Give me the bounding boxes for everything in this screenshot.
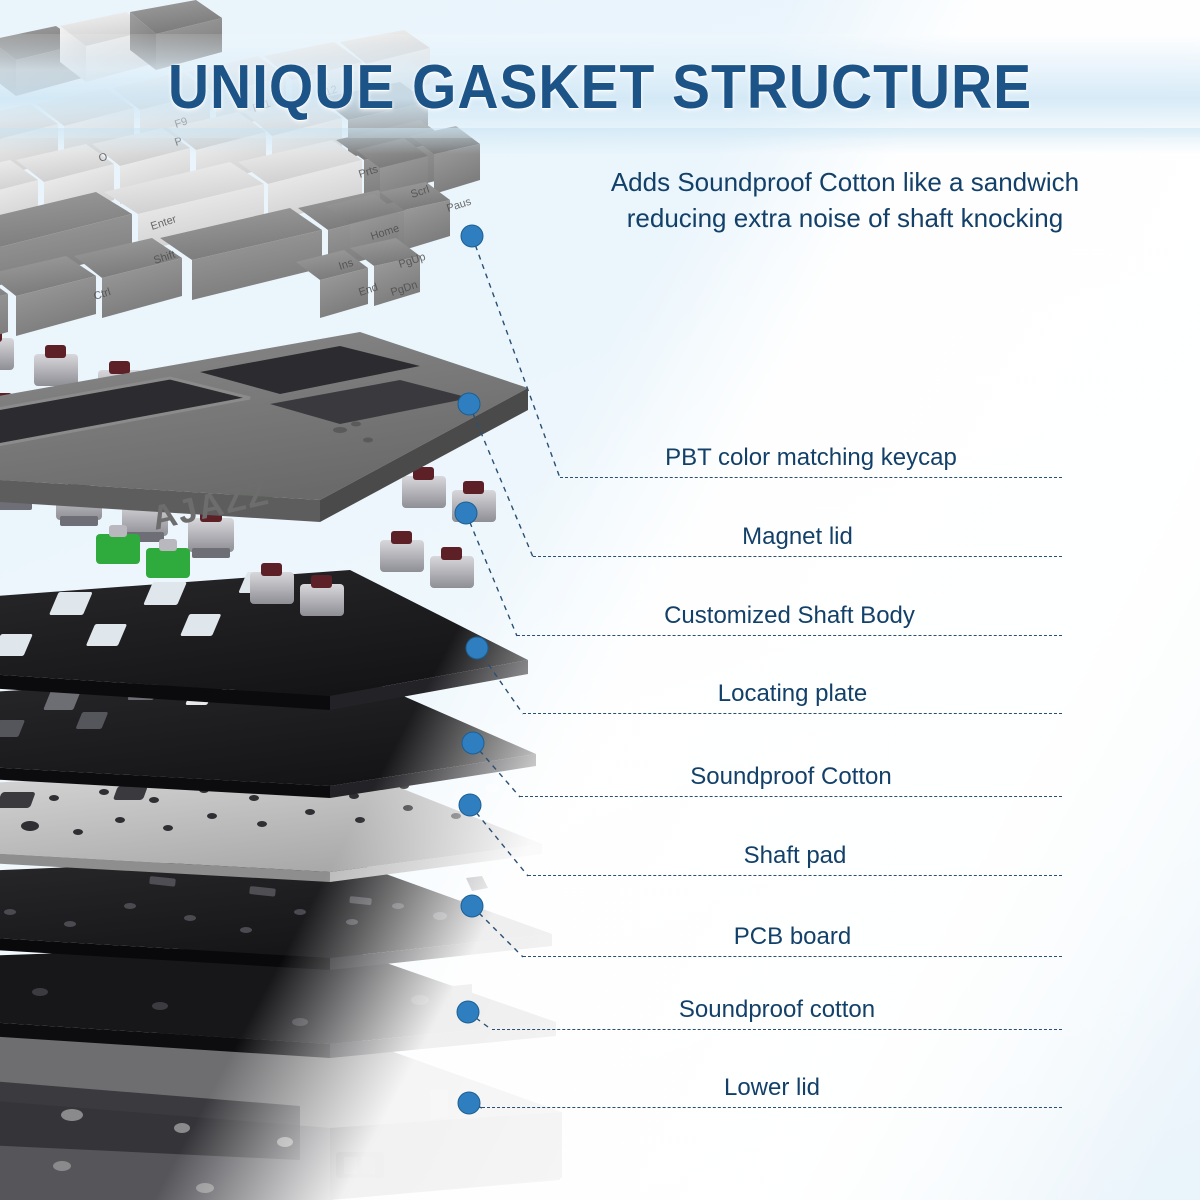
- subtitle-line-2: reducing extra noise of shaft knocking: [626, 203, 1064, 233]
- callout-magnet-lid: Magnet lid: [533, 517, 1062, 557]
- callout-label-magnet-lid: Magnet lid: [742, 523, 853, 550]
- callout-rule-pbt-keycap: [560, 477, 1062, 478]
- callout-rule-soundproof-cotton-upper: [520, 796, 1062, 797]
- page-title: UNIQUE GASKET STRUCTURE: [167, 53, 1033, 122]
- title-band: [0, 34, 1200, 154]
- callout-rule-customized-shaft: [517, 635, 1062, 636]
- callout-rule-shaft-pad: [528, 875, 1062, 876]
- callout-shaft-pad: Shaft pad: [528, 836, 1062, 876]
- callout-label-lower-lid: Lower lid: [723, 1074, 821, 1101]
- callout-label-pcb-board: PCB board: [733, 923, 852, 950]
- callout-soundproof-cotton-upper: Soundproof Cotton: [520, 757, 1062, 797]
- callout-lower-lid: Lower lid: [482, 1068, 1062, 1108]
- callout-soundproof-cotton-lower: Soundproof cotton: [492, 990, 1062, 1030]
- callout-customized-shaft: Customized Shaft Body: [517, 596, 1062, 636]
- callout-rule-locating-plate: [523, 713, 1062, 714]
- callout-label-soundproof-cotton-lower: Soundproof cotton: [678, 996, 876, 1023]
- callout-label-locating-plate: Locating plate: [717, 680, 868, 707]
- callout-rule-lower-lid: [482, 1107, 1062, 1108]
- callout-locating-plate: Locating plate: [523, 674, 1062, 714]
- callout-pbt-keycap: PBT color matching keycap: [560, 438, 1062, 478]
- callout-rule-magnet-lid: [533, 556, 1062, 557]
- callout-label-customized-shaft: Customized Shaft Body: [664, 602, 915, 629]
- subtitle: Adds Soundproof Cotton like a sandwich r…: [500, 164, 1190, 236]
- callout-pcb-board: PCB board: [523, 917, 1062, 957]
- callout-rule-pcb-board: [523, 956, 1062, 957]
- callout-label-pbt-keycap: PBT color matching keycap: [665, 444, 957, 471]
- callout-label-shaft-pad: Shaft pad: [743, 842, 847, 869]
- callout-rule-soundproof-cotton-lower: [492, 1029, 1062, 1030]
- callout-label-soundproof-cotton-upper: Soundproof Cotton: [690, 763, 892, 790]
- subtitle-line-1: Adds Soundproof Cotton like a sandwich: [610, 167, 1080, 197]
